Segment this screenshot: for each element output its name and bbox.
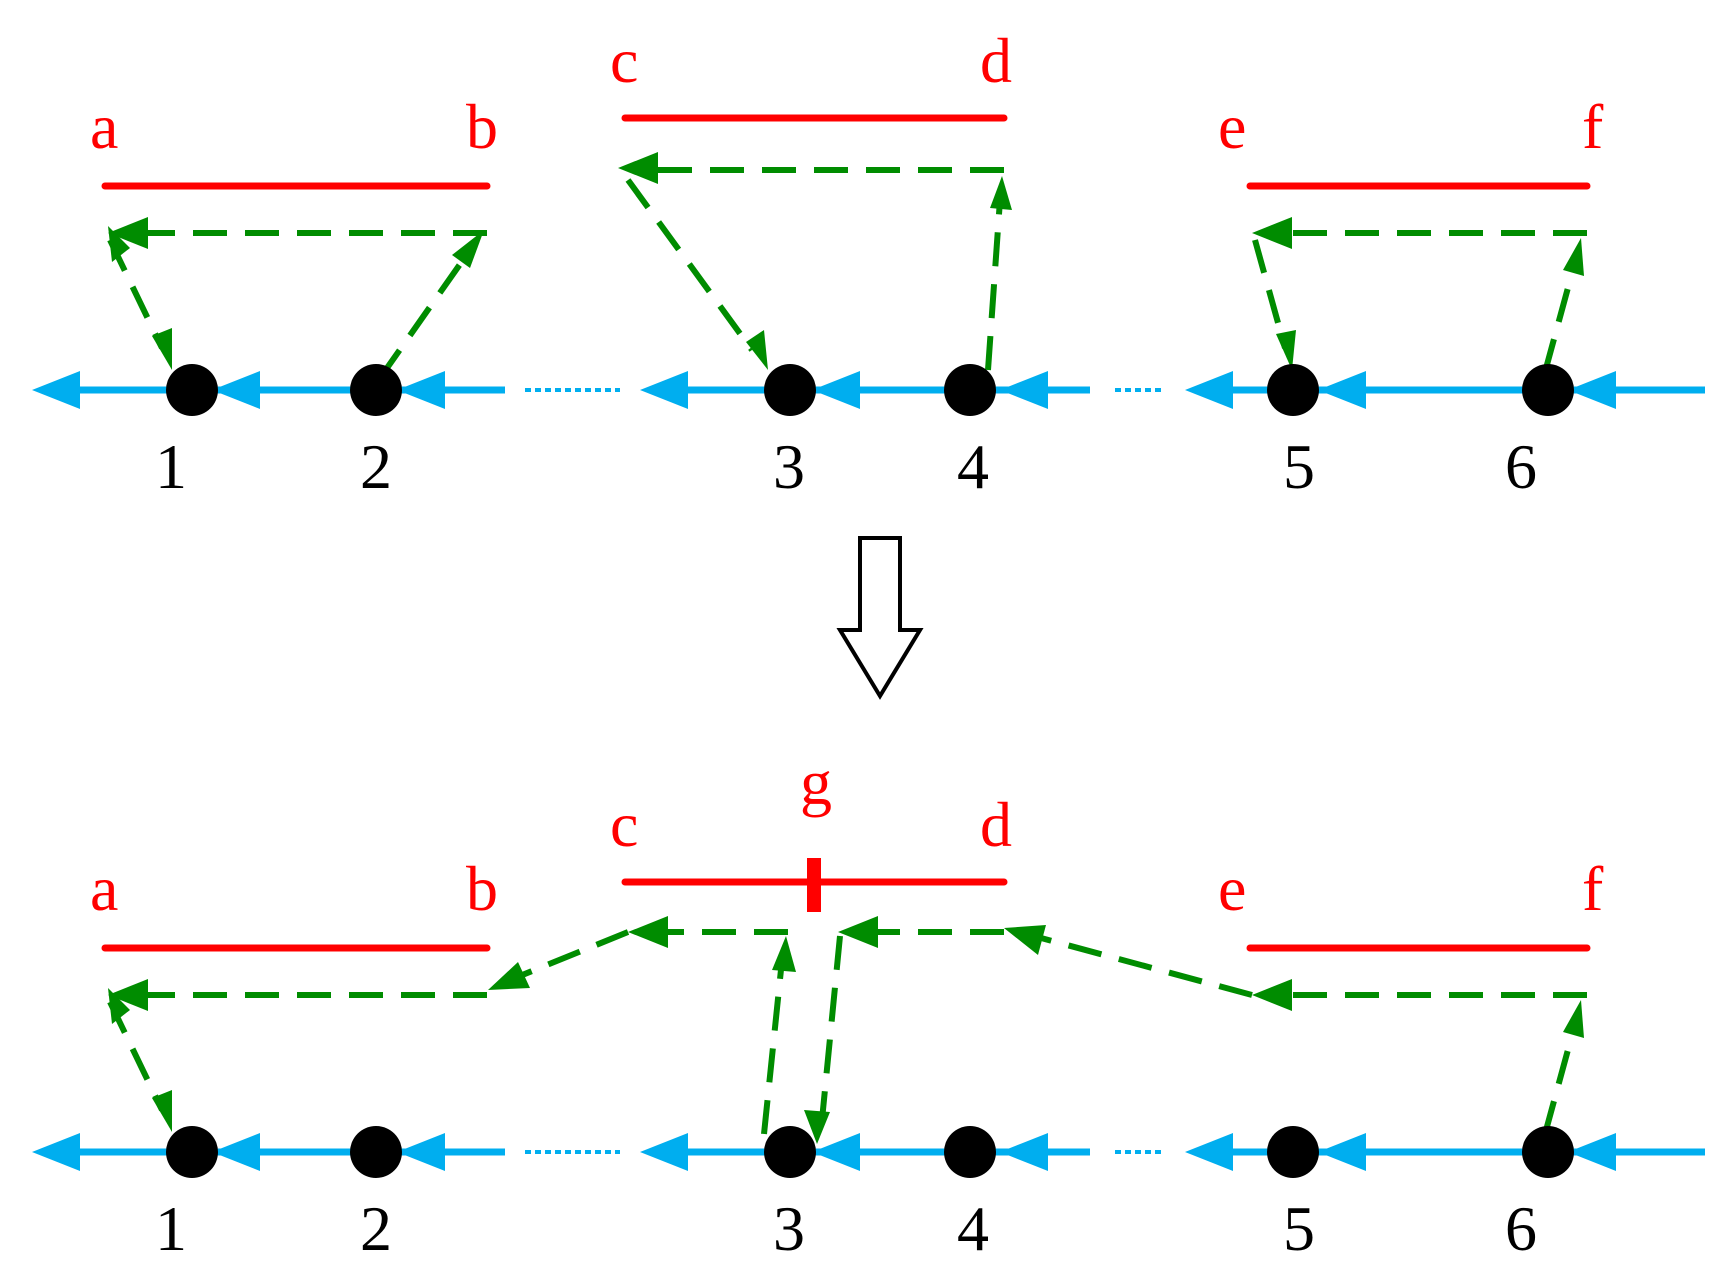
bottom-track-arrowhead: [640, 1133, 688, 1171]
top-node-label-4: 4: [957, 431, 989, 502]
top-node-label-3: 3: [773, 431, 805, 502]
bottom-node-3: [764, 1126, 816, 1178]
bottom-track-arrowhead: [1568, 1133, 1616, 1171]
top-label-e: e: [1218, 91, 1246, 162]
bottom-node-label-6: 6: [1505, 1193, 1537, 1264]
top-label-d: d: [980, 25, 1012, 96]
top-track-arrowhead: [1318, 371, 1366, 409]
top-node-label-6: 6: [1505, 431, 1537, 502]
bottom-track-arrowhead: [1318, 1133, 1366, 1171]
top-label-b: b: [466, 91, 498, 162]
top-node-3: [764, 364, 816, 416]
bottom-label-c: c: [610, 789, 638, 860]
top-links: [107, 152, 1587, 380]
bottom-node-5: [1267, 1126, 1319, 1178]
bottom-track-arrowhead: [1000, 1133, 1048, 1171]
bottom-node-label-2: 2: [360, 1193, 392, 1264]
top-node-4: [944, 364, 996, 416]
bottom-label-b: b: [466, 853, 498, 924]
top-node-6: [1522, 364, 1574, 416]
top-track: [32, 371, 1705, 409]
top-label-a: a: [90, 91, 118, 162]
top-label-c: c: [610, 25, 638, 96]
top-track-arrowhead: [640, 371, 688, 409]
bottom-label-f: f: [1582, 853, 1604, 924]
bottom-node-label-4: 4: [957, 1193, 989, 1264]
top-track-arrowhead: [212, 371, 260, 409]
top-node-5: [1267, 364, 1319, 416]
top-track-arrowhead: [32, 371, 80, 409]
top-track-arrowhead: [397, 371, 445, 409]
bottom-track-arrowhead: [1185, 1133, 1233, 1171]
bottom-panel: a b c g d e f: [32, 747, 1705, 1264]
bottom-label-a: a: [90, 853, 118, 924]
top-track-arrowhead: [1185, 371, 1233, 409]
bottom-links: [107, 916, 1587, 1144]
top-track-arrowhead: [812, 371, 860, 409]
top-node-2: [350, 364, 402, 416]
bottom-node-label-1: 1: [155, 1193, 187, 1264]
bottom-node-6: [1522, 1126, 1574, 1178]
bottom-label-g: g: [800, 747, 832, 818]
bottom-node-4: [944, 1126, 996, 1178]
top-node-label-1: 1: [155, 431, 187, 502]
bottom-track: [32, 1133, 1705, 1171]
bottom-node-1: [166, 1126, 218, 1178]
bottom-track-arrowhead: [812, 1133, 860, 1171]
top-node-1: [166, 364, 218, 416]
bottom-node-label-5: 5: [1283, 1193, 1315, 1264]
transition-down-arrow-icon: [836, 536, 924, 700]
top-panel: a b c d e f: [32, 25, 1705, 502]
bottom-track-arrowhead: [212, 1133, 260, 1171]
bottom-track-arrowhead: [397, 1133, 445, 1171]
bottom-node-2: [350, 1126, 402, 1178]
top-track-arrowhead: [1000, 371, 1048, 409]
top-node-label-2: 2: [360, 431, 392, 502]
bottom-label-e: e: [1218, 853, 1246, 924]
bottom-track-arrowhead: [32, 1133, 80, 1171]
bottom-label-d: d: [980, 789, 1012, 860]
bottom-node-label-3: 3: [773, 1193, 805, 1264]
top-track-arrowhead: [1568, 371, 1616, 409]
top-node-label-5: 5: [1283, 431, 1315, 502]
top-label-f: f: [1582, 91, 1604, 162]
